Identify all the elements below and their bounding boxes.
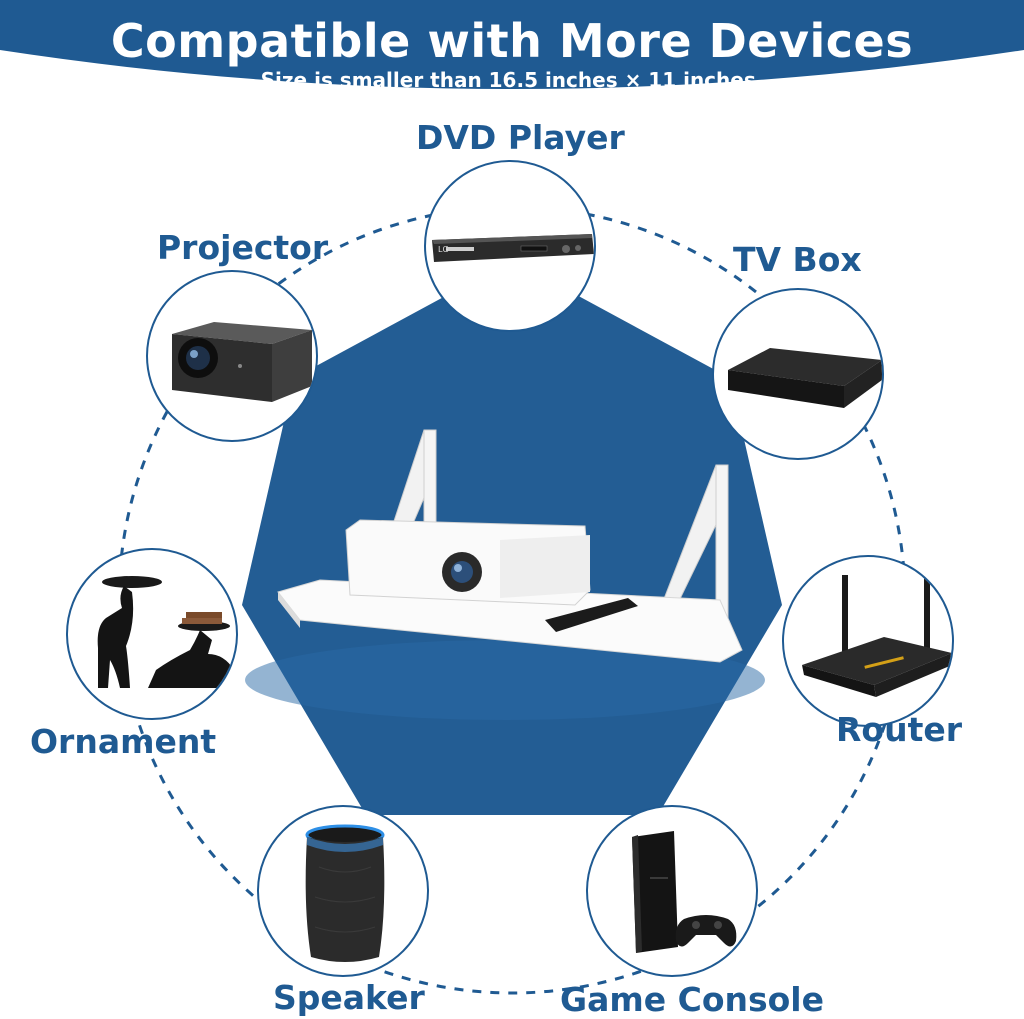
label-dvd-player: DVD Player (416, 118, 625, 157)
circle-speaker (257, 805, 429, 977)
router-icon (802, 569, 952, 697)
circle-dvd-player: LG (424, 160, 596, 332)
circle-ornament (66, 548, 238, 720)
ornament-icon (97, 576, 236, 688)
circle-game-console (586, 805, 758, 977)
label-tv-box: TV Box (733, 240, 862, 279)
label-speaker: Speaker (273, 978, 425, 1017)
wall-shelf-with-projector-icon (245, 429, 765, 720)
page-subtitle: Size is smaller than 16.5 inches × 11 in… (260, 68, 764, 92)
label-ornament: Ornament (30, 722, 217, 761)
speaker-icon (305, 824, 385, 962)
banner-shape (0, 0, 1024, 89)
projector-icon (172, 322, 312, 402)
dvd-player-icon: LG (432, 234, 594, 262)
dvd-brand: LG (438, 245, 449, 254)
game-console-icon (632, 831, 737, 953)
header-banner: Compatible with More Devices Size is sma… (0, 0, 1024, 110)
tv-box-icon (728, 348, 882, 408)
label-game-console: Game Console (560, 980, 824, 1019)
circle-projector (146, 270, 318, 442)
circle-tv-box (712, 288, 884, 460)
page-title: Compatible with More Devices (110, 14, 914, 68)
circle-router (782, 555, 954, 727)
label-router: Router (836, 710, 963, 749)
label-projector: Projector (157, 228, 329, 267)
